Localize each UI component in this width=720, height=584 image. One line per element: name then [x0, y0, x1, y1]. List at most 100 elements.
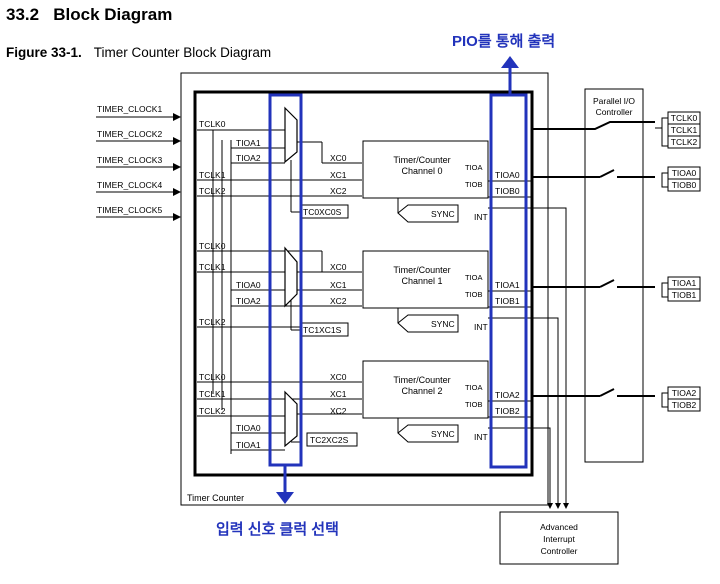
ch2-tiob-pin: TIOB	[465, 400, 483, 409]
ch1-tioa0-label: TIOA0	[236, 280, 261, 290]
arrow-up-icon	[501, 56, 519, 68]
pin-tioa1: TIOA1	[672, 278, 697, 288]
ch2-xc0-label: XC0	[330, 372, 347, 382]
timer-clock1-label: TIMER_CLOCK1	[97, 104, 162, 114]
pin-tiob2: TIOB2	[672, 400, 697, 410]
timer-clock4-label: TIMER_CLOCK4	[97, 180, 162, 190]
ch1-tclk0-label: TCLK0	[199, 241, 226, 251]
pin-tclk0: TCLK0	[671, 113, 698, 123]
figure-label: Figure 33-1.	[6, 45, 82, 60]
ch0-tioa0-out: TIOA0	[495, 170, 520, 180]
sync-2-label: SYNC	[431, 429, 455, 439]
highlight-arrows	[276, 56, 519, 504]
tc0xc0s-label: TC0XC0S	[303, 207, 342, 217]
sync-1-label: SYNC	[431, 319, 455, 329]
select-boxes	[299, 204, 358, 447]
ch0-xc2-label: XC2	[330, 186, 347, 196]
ch0-tioa2-label: TIOA2	[236, 153, 261, 163]
section-number: 33.2	[6, 5, 40, 24]
pin-tclk1: TCLK1	[671, 125, 698, 135]
ch1-xc1-label: XC1	[330, 280, 347, 290]
ch0-xc0-label: XC0	[330, 153, 347, 163]
ch1-xc0-label: XC0	[330, 262, 347, 272]
ch1-tioa-pin: TIOA	[465, 273, 483, 282]
aic-box	[499, 511, 619, 565]
ch0-tiob-pin: TIOB	[465, 180, 483, 189]
ch2-tioa2-out: TIOA2	[495, 390, 520, 400]
sync-0-label: SYNC	[431, 209, 455, 219]
ch2-tclk2-label: TCLK2	[199, 406, 226, 416]
ch1-tclk2-label: TCLK2	[199, 317, 226, 327]
arrow-down-icon	[276, 492, 294, 504]
mux-1	[284, 246, 298, 308]
timer-clock5-label: TIMER_CLOCK5	[97, 205, 162, 215]
ch1-xc2-label: XC2	[330, 296, 347, 306]
ch2-tclk0-label: TCLK0	[199, 372, 226, 382]
figure-caption: Figure 33-1. Timer Counter Block Diagram	[6, 45, 271, 60]
channel-0-box	[362, 140, 489, 199]
channel-2-box	[362, 360, 489, 419]
ch2-tioa1-label: TIOA1	[236, 440, 261, 450]
ch1-tioa1-out: TIOA1	[495, 280, 520, 290]
timer-counter-box	[180, 72, 549, 506]
pio-output-annotation: PIO를 통해 출력	[452, 33, 556, 50]
pin-boxes	[667, 111, 701, 412]
ch2-tiob2-out: TIOB2	[495, 406, 520, 416]
multiplexers	[284, 106, 298, 448]
ch2-tclk1-label: TCLK1	[199, 389, 226, 399]
svg-text:Controller: Controller	[541, 546, 578, 556]
ch0-tclk1-label: TCLK1	[199, 170, 226, 180]
timer-counter-inner-box	[193, 90, 534, 477]
timer-clock3-label: TIMER_CLOCK3	[97, 155, 162, 165]
mux-0	[284, 106, 298, 164]
ch0-tioa-pin: TIOA	[465, 163, 483, 172]
tc1xc1s-label: TC1XC1S	[303, 325, 342, 335]
pin-tioa0: TIOA0	[672, 168, 697, 178]
ch2-xc2-label: XC2	[330, 406, 347, 416]
pin-tioa2: TIOA2	[672, 388, 697, 398]
svg-text:Interrupt: Interrupt	[543, 534, 575, 544]
mux-2	[284, 390, 298, 448]
pio-controller-box	[584, 88, 644, 463]
ch0-int-label: INT	[474, 212, 488, 222]
ch2-xc1-label: XC1	[330, 389, 347, 399]
ch2-tioa-pin: TIOA	[465, 383, 483, 392]
timer-clock-inputs: TIMER_CLOCK1 TIMER_CLOCK2 TIMER_CLOCK3 T…	[96, 104, 181, 221]
pin-tclk2: TCLK2	[671, 137, 698, 147]
ch1-tclk1-label: TCLK1	[199, 262, 226, 272]
ch0-tiob0-out: TIOB0	[495, 186, 520, 196]
ch0-tioa1-label: TIOA1	[236, 138, 261, 148]
ch2-int-label: INT	[474, 432, 488, 442]
ch1-tioa2-label: TIOA2	[236, 296, 261, 306]
svg-text:Advanced: Advanced	[540, 522, 578, 532]
section-heading: 33.2 Block Diagram	[6, 5, 172, 25]
channel-boxes	[362, 140, 489, 419]
pin-labels: TCLK0 TCLK1 TCLK2 TIOA0 TIOB0 TIOA1 TIOB…	[671, 113, 698, 410]
ch0-tclk0-label: TCLK0	[199, 119, 226, 129]
input-clock-select-annotation: 입력 신호 클럭 선택	[216, 521, 339, 538]
timer-clock2-label: TIMER_CLOCK2	[97, 129, 162, 139]
ch2-tioa0-label: TIOA0	[236, 423, 261, 433]
section-title: Block Diagram	[53, 5, 173, 24]
ch0-xc1-label: XC1	[330, 170, 347, 180]
timer-counter-label: Timer Counter	[187, 493, 244, 503]
aic-label: Advanced Interrupt Controller	[540, 522, 578, 556]
pin-brackets	[655, 117, 668, 408]
pin-tiob0: TIOB0	[672, 180, 697, 190]
signal-labels: TCLK0 TIOA1 TIOA2 TCLK1 TCLK2 XC0 XC1 XC…	[199, 119, 520, 450]
ch1-int-label: INT	[474, 322, 488, 332]
figure-title: Timer Counter Block Diagram	[93, 45, 272, 60]
tc2xc2s-label: TC2XC2S	[310, 435, 349, 445]
pio-connections	[532, 121, 655, 397]
sync-blocks	[397, 204, 459, 443]
ch1-tiob1-out: TIOB1	[495, 296, 520, 306]
ch0-tclk2-label: TCLK2	[199, 186, 226, 196]
pin-tiob1: TIOB1	[672, 290, 697, 300]
ch1-tiob-pin: TIOB	[465, 290, 483, 299]
channel-1-box	[362, 250, 489, 309]
